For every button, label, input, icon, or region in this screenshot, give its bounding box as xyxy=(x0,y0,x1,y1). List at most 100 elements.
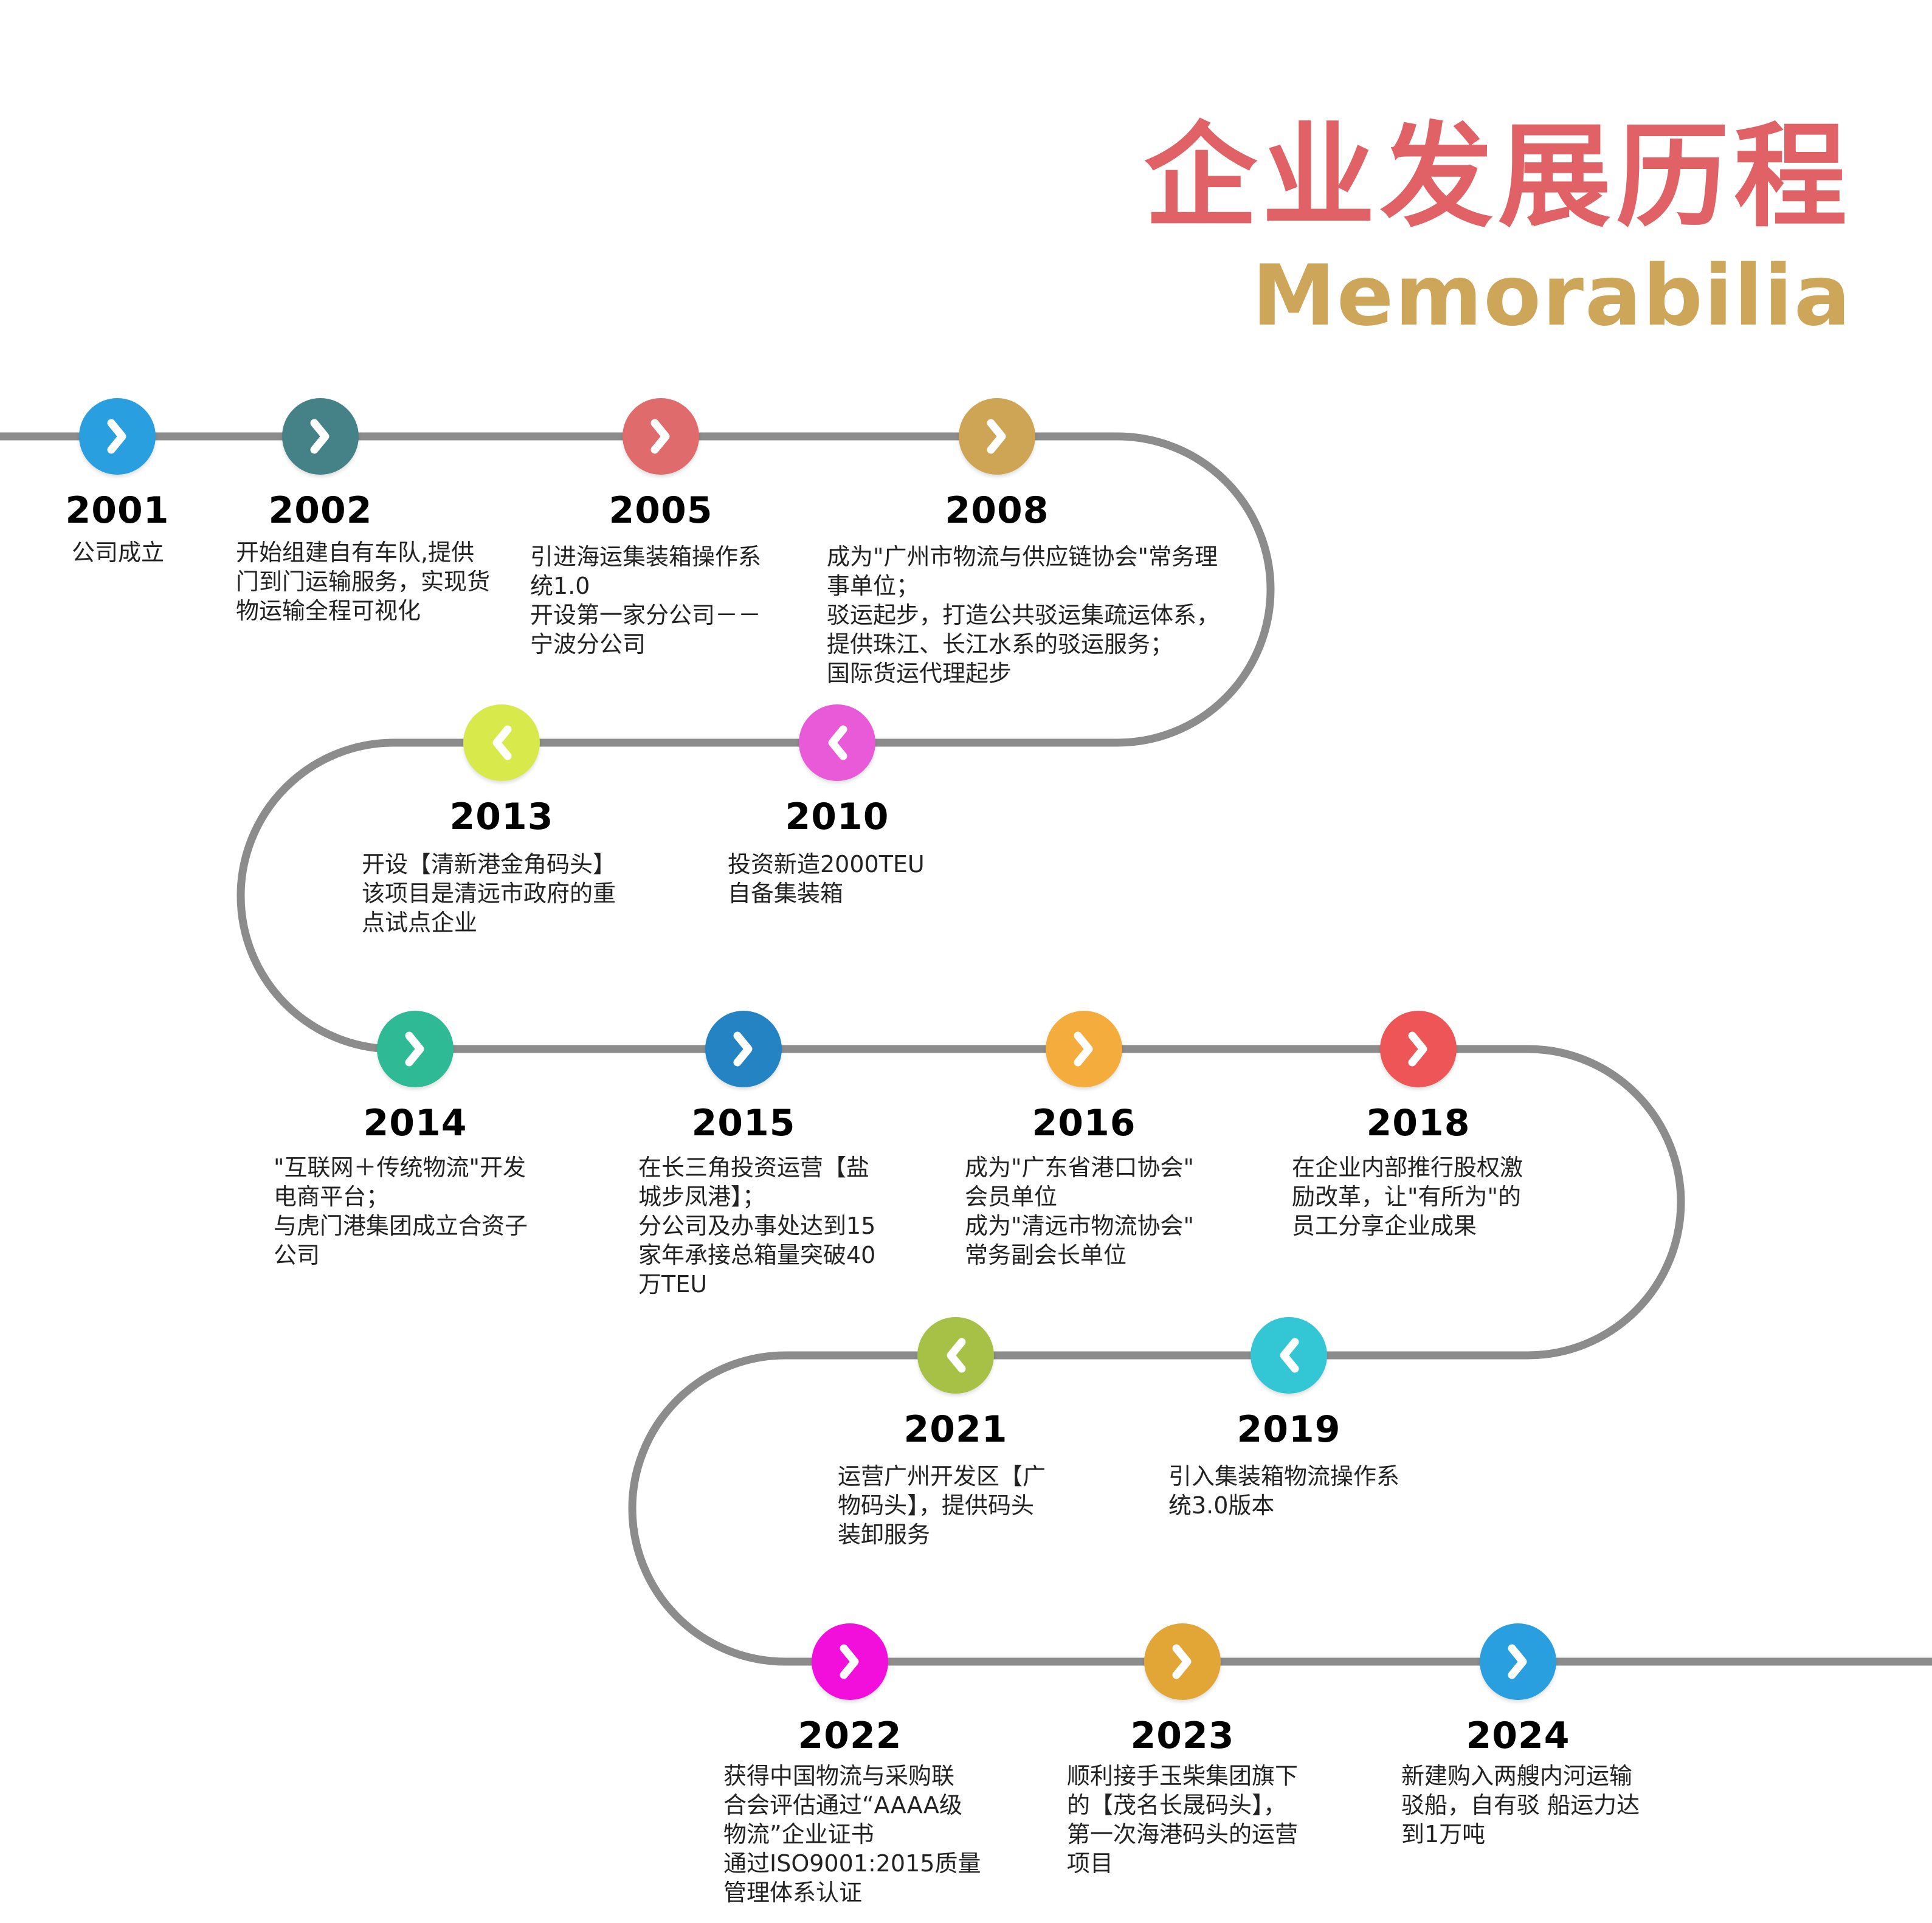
milestone-description-line: 运营广州开发区【广 xyxy=(838,1463,1046,1490)
milestone-description-line: "互联网＋传统物流"开发 xyxy=(274,1154,526,1181)
milestone-description-line: 新建购入两艘内河运输 xyxy=(1401,1763,1633,1789)
milestone-marker-2024 xyxy=(1480,1623,1556,1700)
chevron-left-icon xyxy=(1280,1338,1299,1373)
milestone-description-line: 公司成立 xyxy=(72,539,165,566)
milestone-description-line: 该项目是清远市政府的重 xyxy=(362,880,616,907)
chevron-right-icon xyxy=(107,419,126,454)
milestone-marker-2014 xyxy=(377,1011,454,1087)
milestone-description-line: 分公司及办事处达到15 xyxy=(638,1213,876,1239)
milestone-description: "互联网＋传统物流"开发电商平台； 与虎门港集团成立合资子公司 xyxy=(274,1153,528,1270)
milestone-year: 2001 xyxy=(65,489,170,532)
milestone-description: 引入集装箱物流操作系统3.0版本 xyxy=(1168,1462,1399,1520)
milestone-description-line: 在长三角投资运营【盐 xyxy=(638,1154,870,1181)
milestone-description-line: 点试点企业 xyxy=(362,909,478,936)
milestone-year: 2023 xyxy=(1130,1715,1235,1757)
milestone-marker-2021 xyxy=(917,1317,994,1394)
milestone-description-line: 事单位； xyxy=(827,573,920,599)
milestone-description-line: 常务副会长单位 xyxy=(965,1242,1127,1268)
milestone-marker-2002 xyxy=(282,398,359,475)
milestone-description: 在企业内部推行股权激励改革，让"有所为"的员工分享企业成果 xyxy=(1292,1153,1523,1240)
milestone-description-line: 会员单位 xyxy=(965,1183,1058,1210)
milestone-year: 2014 xyxy=(363,1102,467,1144)
chevron-left-icon xyxy=(947,1338,966,1373)
chevron-right-icon xyxy=(1172,1644,1192,1679)
chevron-left-icon xyxy=(828,725,847,760)
milestone-description-line: 装卸服务 xyxy=(838,1521,931,1548)
milestone-description-line: 与虎门港集团成立合资子 xyxy=(274,1213,528,1239)
milestone-description-line: 驳船，自有驳 船运力达 xyxy=(1401,1792,1640,1818)
milestone-description-line: 宁波分公司 xyxy=(530,631,646,658)
milestone-description: 获得中国物流与采购联合会评估通过“AAAA级物流”企业证书通过ISO9001:2… xyxy=(723,1761,981,1907)
milestone-marker-2001 xyxy=(79,398,156,475)
milestone-description-line: 提供珠江、长江水系的驳运服务； xyxy=(827,631,1174,658)
milestone-description-line: 投资新造2000TEU xyxy=(728,851,925,878)
chevron-right-icon xyxy=(1074,1031,1093,1067)
milestone-description-line: 引进海运集装箱操作系 xyxy=(530,543,762,570)
milestone-marker-2022 xyxy=(812,1623,888,1700)
milestone-description-line: 管理体系认证 xyxy=(723,1879,863,1906)
milestone-description-line: 门到门运输服务，实现货 xyxy=(236,568,491,595)
milestone-year: 2015 xyxy=(691,1102,796,1144)
chevron-right-icon xyxy=(650,419,670,454)
milestone-marker-2008 xyxy=(959,398,1035,475)
milestone-description-line: 成为"广东省港口协会" xyxy=(965,1154,1194,1181)
milestone-description: 开始组建自有车队,提供门到门运输服务，实现货物运输全程可视化 xyxy=(236,538,490,625)
milestone-description-line: 在企业内部推行股权激 xyxy=(1292,1154,1523,1181)
chevron-left-icon xyxy=(492,725,512,760)
milestone-description-line: 成为"广州市物流与供应链协会"常务理 xyxy=(827,543,1218,570)
chevron-right-icon xyxy=(987,419,1006,454)
milestone-description-line: 开设【清新港金角码头】 xyxy=(362,851,616,878)
milestone-marker-2023 xyxy=(1144,1623,1221,1700)
milestone-description-line: 电商平台； xyxy=(274,1183,390,1210)
chevron-right-icon xyxy=(733,1031,753,1067)
milestone-year: 2005 xyxy=(609,489,713,532)
chevron-right-icon xyxy=(1508,1644,1527,1679)
milestone-marker-2015 xyxy=(705,1011,782,1087)
milestone-year: 2010 xyxy=(785,796,889,838)
milestone-description: 开设【清新港金角码头】该项目是清远市政府的重点试点企业 xyxy=(362,850,616,937)
milestone-year: 2016 xyxy=(1032,1102,1136,1144)
milestone-description-line: 物运输全程可视化 xyxy=(236,597,421,624)
milestone-description-line: 的【茂名长晟码头】， xyxy=(1067,1792,1287,1818)
milestone-description-line: 万TEU xyxy=(638,1271,708,1298)
milestone-description-line: 物流”企业证书 xyxy=(723,1821,874,1848)
milestone-year: 2008 xyxy=(945,489,1049,532)
milestone-description-line: 开始组建自有车队,提供 xyxy=(236,539,475,566)
milestone-marker-2005 xyxy=(623,398,699,475)
milestone-description: 顺利接手玉柴集团旗下的【茂名长晟码头】，第一次海港码头的运营项目 xyxy=(1067,1761,1298,1878)
milestone-description-line: 第一次海港码头的运营 xyxy=(1067,1821,1299,1848)
milestone-description-line: 员工分享企业成果 xyxy=(1292,1213,1477,1239)
milestone-year: 2019 xyxy=(1237,1408,1341,1451)
milestone-description: 公司成立 xyxy=(72,538,164,567)
page-title: 企业发展历程 xyxy=(1144,111,1852,243)
milestone-description-line: 统3.0版本 xyxy=(1168,1492,1275,1519)
milestone-year: 2013 xyxy=(449,796,554,838)
milestone-description-line: 顺利接手玉柴集团旗下 xyxy=(1067,1763,1299,1789)
milestone-description: 引进海运集装箱操作系统1.0 开设第一家分公司－－ 宁波分公司 xyxy=(530,542,761,659)
milestone-marker-2013 xyxy=(463,704,540,781)
chevron-right-icon xyxy=(1408,1031,1427,1067)
milestone-description-line: 合会评估通过“AAAA级 xyxy=(723,1792,962,1818)
chevron-right-icon xyxy=(310,419,329,454)
milestone-description-line: 引入集装箱物流操作系 xyxy=(1168,1463,1400,1490)
milestone-marker-2019 xyxy=(1251,1317,1327,1394)
milestone-marker-2018 xyxy=(1380,1011,1457,1087)
milestone-year: 2018 xyxy=(1366,1102,1471,1144)
milestone-year: 2021 xyxy=(903,1408,1008,1451)
milestone-description-line: 励改革，让"有所为"的 xyxy=(1292,1183,1521,1210)
page-subtitle: Memorabilia xyxy=(1252,247,1852,345)
milestone-description-line: 开设第一家分公司－－ xyxy=(530,602,762,628)
milestone-marker-2016 xyxy=(1046,1011,1122,1087)
chevron-right-icon xyxy=(405,1031,424,1067)
milestone-year: 2024 xyxy=(1466,1715,1570,1757)
milestone-description-line: 通过ISO9001:2015质量 xyxy=(723,1850,981,1877)
milestone-description: 运营广州开发区【广物码头】，提供码头装卸服务 xyxy=(838,1462,1046,1549)
milestone-description-line: 自备集装箱 xyxy=(728,880,844,907)
milestone-description-line: 统1.0 xyxy=(530,573,590,599)
milestone-description-line: 公司 xyxy=(274,1242,320,1268)
milestone-description-line: 驳运起步，打造公共驳运集疏运体系， xyxy=(827,602,1220,628)
milestone-description-line: 获得中国物流与采购联 xyxy=(723,1763,955,1789)
